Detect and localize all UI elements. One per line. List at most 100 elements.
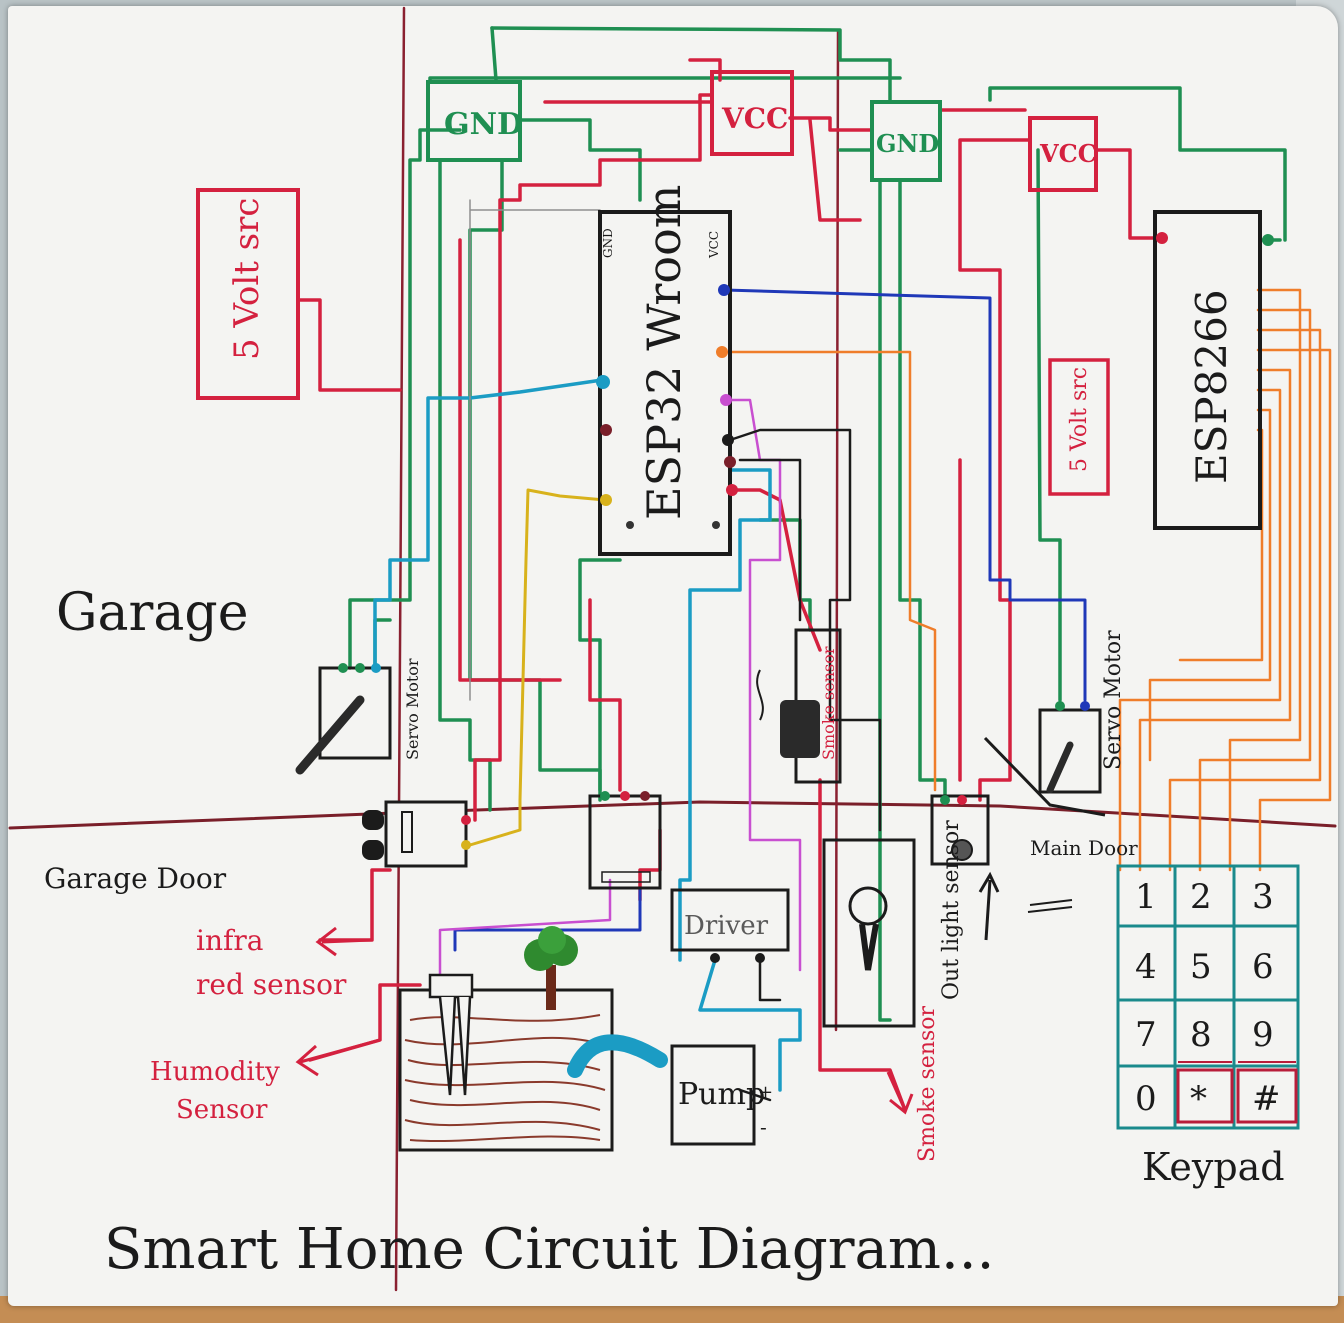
keypad-key: # [1252,1079,1281,1119]
keypad-grid [1116,864,1300,1130]
vcc-right-box [1028,116,1098,192]
light-sensor-ldr [951,839,973,861]
yellow-wire [468,488,607,847]
servo-right-pin [1055,701,1065,711]
boundary-mid [834,28,840,1032]
vcc-left-label: VCC [721,102,788,135]
gnd-left-label: GND [444,107,523,142]
humidity-module-header [601,871,651,883]
esp32-pin [600,424,612,436]
light-sensor-pin [957,795,967,805]
main-door-mark [1027,899,1073,913]
light-sensor-label: Out light sensor [939,820,964,1000]
keypad-key: 3 [1252,877,1274,917]
driver-pin [710,953,720,963]
ir-sensor-pin [461,840,471,850]
lamp-box [822,838,916,1028]
main-door [983,736,1106,817]
orange-wires [720,288,1332,872]
pump-body [670,1044,756,1146]
garage-label: Garage [56,583,248,643]
light-arrow-icon [978,871,1000,941]
lamp-bulb [848,886,888,926]
smoke-label: Smoke sensor [915,1005,940,1162]
esp32-hole [712,521,720,529]
ir-sensor-body [384,800,468,868]
smoke-element [780,700,820,758]
source-right-label: 5 Volt src [1067,367,1092,472]
source-right-box [1048,358,1110,496]
light-sensor-pin [940,795,950,805]
servo-left-body [318,666,392,760]
keypad-key: 2 [1190,877,1212,917]
esp32-label: ESP32 Wroom [637,185,691,520]
magenta-wires [438,398,802,982]
esp32-hole [626,521,634,529]
servo-left-pin [355,663,365,673]
esp32-pin [726,484,738,496]
servo-right-arm [1046,741,1074,794]
esp8266-pin [1156,232,1168,244]
esp32-pin [724,456,736,468]
source-left-box [196,188,300,400]
smoke-symbol [756,669,764,721]
infrared-arrow-icon [315,926,373,957]
servo-left-label: Servo Motor [403,658,422,760]
humidity-probe [428,973,474,1096]
page-title: Smart Home Circuit Diagram... [104,1217,994,1282]
gnd-left-box [426,80,522,162]
esp32-pin [720,394,732,406]
servo-left-pin [338,663,348,673]
servo-left-pin [371,663,381,673]
servo-right-pin [1080,701,1090,711]
humidity-arrow-icon [295,1038,381,1077]
ir-sensor-chip [401,811,413,853]
tree-icon [524,926,578,1010]
esp8266-pin [1262,234,1274,246]
humidity-label-1: Humodity [150,1057,280,1087]
esp32-pin [600,494,612,506]
plant-pot [398,988,614,1152]
esp32-pin-vcc: VCC [707,231,721,259]
keypad-label: Keypad [1142,1145,1285,1189]
boundary-left [394,6,406,1292]
keypad-key: 7 [1135,1015,1157,1055]
keypad-key: 0 [1135,1079,1157,1119]
servo-right-label: Servo Motor [1101,630,1126,770]
garage-door-label: Garage Door [44,862,227,895]
gnd-right-box [870,100,942,182]
wall-line [8,800,1337,830]
keypad-key: 5 [1190,947,1212,987]
humidity-label-2: Sensor [176,1095,268,1125]
soil-scribble [404,1014,606,1143]
esp8266-board [1153,210,1262,530]
pump-hose [567,1034,668,1078]
servo-left-arm [295,695,365,775]
ground-wires [348,26,1287,1022]
humidity-module-pin [600,791,610,801]
pump-label: Pump [678,1077,765,1112]
ir-sensor-pin [461,815,471,825]
keypad-key: 9 [1252,1015,1274,1055]
keypad-key: 1 [1135,877,1157,917]
pump-minus: - [760,1115,767,1139]
keypad-key: 4 [1135,947,1157,987]
vcc-left-box [710,70,794,156]
esp8266-label: ESP8266 [1187,289,1236,484]
humidity-module-pin [640,791,650,801]
esp32-pin [716,346,728,358]
keypad-key: * [1190,1079,1207,1119]
esp32-pin [596,375,610,389]
keypad-key: 6 [1252,947,1274,987]
ir-sensor-led [362,810,384,830]
keypad-key: 8 [1190,1015,1212,1055]
esp32-pin [718,284,730,296]
cyan-wires [373,378,802,1092]
black-wires [728,428,882,1102]
vcc-right-label: VCC [1039,139,1097,168]
lamp-stem [859,923,879,971]
humidity-module-pin [620,791,630,801]
driver-label: Driver [684,911,769,941]
pump-plus: + [758,1082,773,1103]
